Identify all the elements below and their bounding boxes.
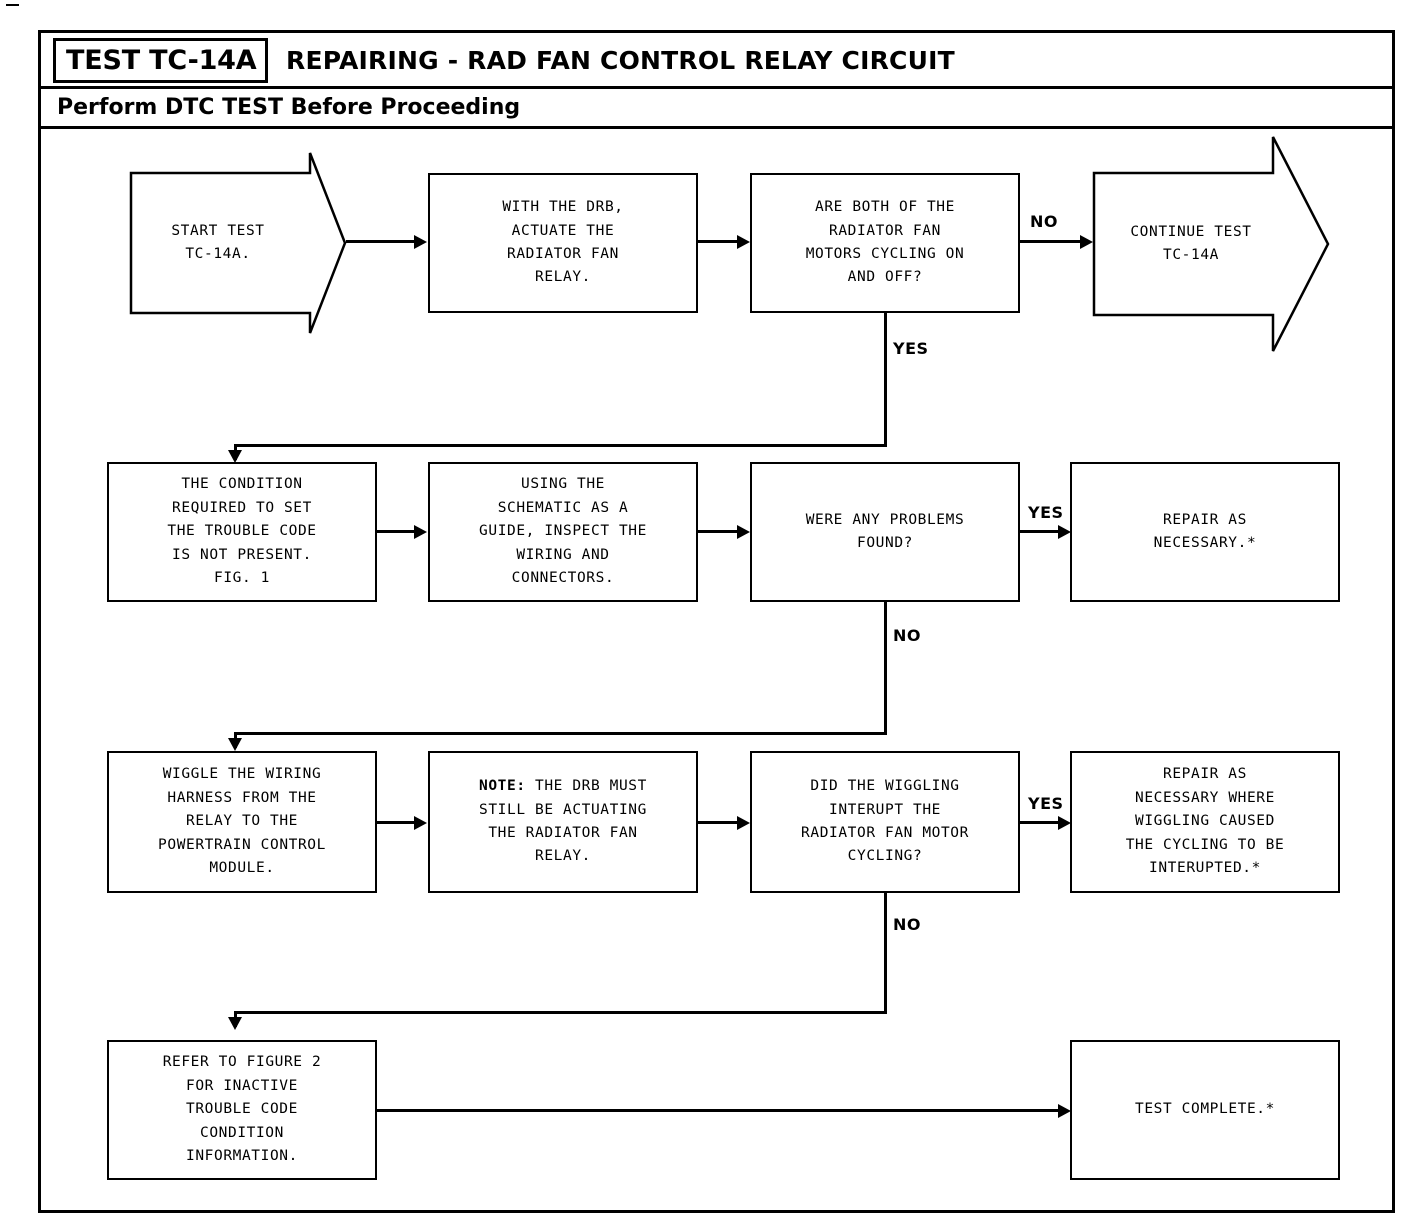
header-subtitle: Perform DTC TEST Before Proceeding (57, 95, 521, 120)
node-note-drb-actuating: NOTE: THE DRB MUST STILL BE ACTUATING TH… (428, 751, 698, 893)
node-wiggling-interupt-question: DID THE WIGGLING INTERUPT THE RADIATOR F… (750, 751, 1020, 893)
node-both-motors-cycling-question-label: ARE BOTH OF THE RADIATOR FAN MOTORS CYCL… (805, 199, 965, 286)
edge-cycling-no-to-continue (1020, 240, 1082, 243)
edge-cycling-yes-seg-down1 (884, 313, 887, 446)
node-problems-found-question-label: WERE ANY PROBLEMS FOUND? (805, 511, 965, 551)
edge-refer-to-test-complete (377, 1109, 1061, 1112)
edge-problems-yes-arrowhead (1058, 525, 1071, 539)
node-condition-not-present-label: THE CONDITION REQUIRED TO SET THE TROUBL… (167, 476, 317, 587)
page-frame (38, 30, 1395, 1213)
edge-wiggling-yes-to-repair (1020, 821, 1062, 824)
header-row-secondary: Perform DTC TEST Before Proceeding (41, 89, 1392, 129)
edge-wiggling-no-seg-left (234, 1011, 887, 1014)
test-id-label: TEST TC-14A (66, 45, 257, 76)
node-test-complete: TEST COMPLETE.* (1070, 1040, 1340, 1180)
edge-problems-yes-to-repair (1020, 530, 1062, 533)
node-refer-figure-2: REFER TO FIGURE 2 FOR INACTIVE TROUBLE C… (107, 1040, 377, 1180)
note-body: THE DRB MUST STILL BE ACTUATING THE RADI… (479, 778, 647, 865)
node-wiggle-harness: WIGGLE THE WIRING HARNESS FROM THE RELAY… (107, 751, 377, 893)
node-continue-test-label: CONTINUE TEST TC-14A (1130, 223, 1252, 263)
node-test-complete-label: TEST COMPLETE.* (1135, 1101, 1275, 1118)
node-wiggling-interupt-question-label: DID THE WIGGLING INTERUPT THE RADIATOR F… (801, 778, 969, 865)
edge-label-yes-row2: YES (1028, 503, 1064, 522)
node-inspect-wiring-label: USING THE SCHEMATIC AS A GUIDE, INSPECT … (479, 476, 647, 587)
node-condition-not-present: THE CONDITION REQUIRED TO SET THE TROUBL… (107, 462, 377, 602)
edge-label-no-row1: NO (1030, 212, 1058, 231)
arrow-terminator-shape (129, 152, 347, 334)
node-problems-found-question: WERE ANY PROBLEMS FOUND? (750, 462, 1020, 602)
node-inspect-wiring: USING THE SCHEMATIC AS A GUIDE, INSPECT … (428, 462, 698, 602)
node-note-drb-actuating-label: NOTE: THE DRB MUST STILL BE ACTUATING TH… (479, 775, 647, 869)
edge-actuate-to-cycling-question-arrowhead (737, 235, 750, 249)
edge-cycling-yes-seg-left (234, 444, 887, 447)
edge-label-no-row2: NO (893, 626, 921, 645)
edge-condition-to-inspect-arrowhead (414, 525, 427, 539)
node-start-test-label: START TEST TC-14A. (171, 222, 265, 262)
node-repair-where-wiggling-label: REPAIR AS NECESSARY WHERE WIGGLING CAUSE… (1125, 766, 1285, 877)
edge-problems-no-seg-down1 (884, 602, 887, 734)
edge-wiggle-to-note (377, 821, 416, 824)
edge-start-to-actuate-arrowhead (414, 235, 427, 249)
page-title: REPAIRING - RAD FAN CONTROL RELAY CIRCUI… (286, 46, 955, 75)
edge-condition-to-inspect (377, 530, 416, 533)
edge-note-to-wiggling-question (698, 821, 740, 824)
node-repair-as-necessary-label: REPAIR AS NECESSARY.* (1153, 511, 1257, 551)
test-id-badge: TEST TC-14A (53, 38, 268, 83)
node-continue-test: CONTINUE TEST TC-14A (1091, 134, 1331, 354)
edge-problems-no-seg-left (234, 732, 887, 735)
node-repair-where-wiggling: REPAIR AS NECESSARY WHERE WIGGLING CAUSE… (1070, 751, 1340, 893)
edge-note-to-wiggling-question-arrowhead (737, 816, 750, 830)
edge-actuate-to-cycling-question (698, 240, 740, 243)
edge-start-to-actuate (346, 240, 416, 243)
edge-wiggling-no-arrowhead (228, 1017, 242, 1030)
edge-cycling-no-arrowhead (1080, 235, 1093, 249)
registration-mark (6, 4, 19, 6)
edge-problems-no-arrowhead (228, 738, 242, 751)
node-refer-figure-2-label: REFER TO FIGURE 2 FOR INACTIVE TROUBLE C… (162, 1054, 322, 1165)
header-row-primary: TEST TC-14A REPAIRING - RAD FAN CONTROL … (41, 33, 1392, 89)
edge-label-yes-row1: YES (893, 339, 929, 358)
edge-inspect-to-problems-question-arrowhead (737, 525, 750, 539)
note-prefix: NOTE: (479, 778, 526, 795)
edge-label-yes-row3: YES (1028, 794, 1064, 813)
edge-wiggle-to-note-arrowhead (414, 816, 427, 830)
edge-cycling-yes-arrowhead (228, 450, 242, 463)
edge-wiggling-no-seg-down1 (884, 893, 887, 1013)
node-actuate-relay: WITH THE DRB, ACTUATE THE RADIATOR FAN R… (428, 173, 698, 313)
edge-refer-to-test-complete-arrowhead (1058, 1104, 1071, 1118)
node-wiggle-harness-label: WIGGLE THE WIRING HARNESS FROM THE RELAY… (158, 766, 326, 877)
edge-inspect-to-problems-question (698, 530, 740, 533)
arrow-terminator-shape-continue (1092, 136, 1330, 352)
node-actuate-relay-label: WITH THE DRB, ACTUATE THE RADIATOR FAN R… (502, 199, 624, 286)
node-both-motors-cycling-question: ARE BOTH OF THE RADIATOR FAN MOTORS CYCL… (750, 173, 1020, 313)
edge-label-no-row3: NO (893, 915, 921, 934)
node-repair-as-necessary: REPAIR AS NECESSARY.* (1070, 462, 1340, 602)
header-title: REPAIRING - RAD FAN CONTROL RELAY CIRCUI… (286, 38, 955, 83)
edge-wiggling-yes-arrowhead (1058, 816, 1071, 830)
node-start-test: START TEST TC-14A. (128, 150, 348, 336)
